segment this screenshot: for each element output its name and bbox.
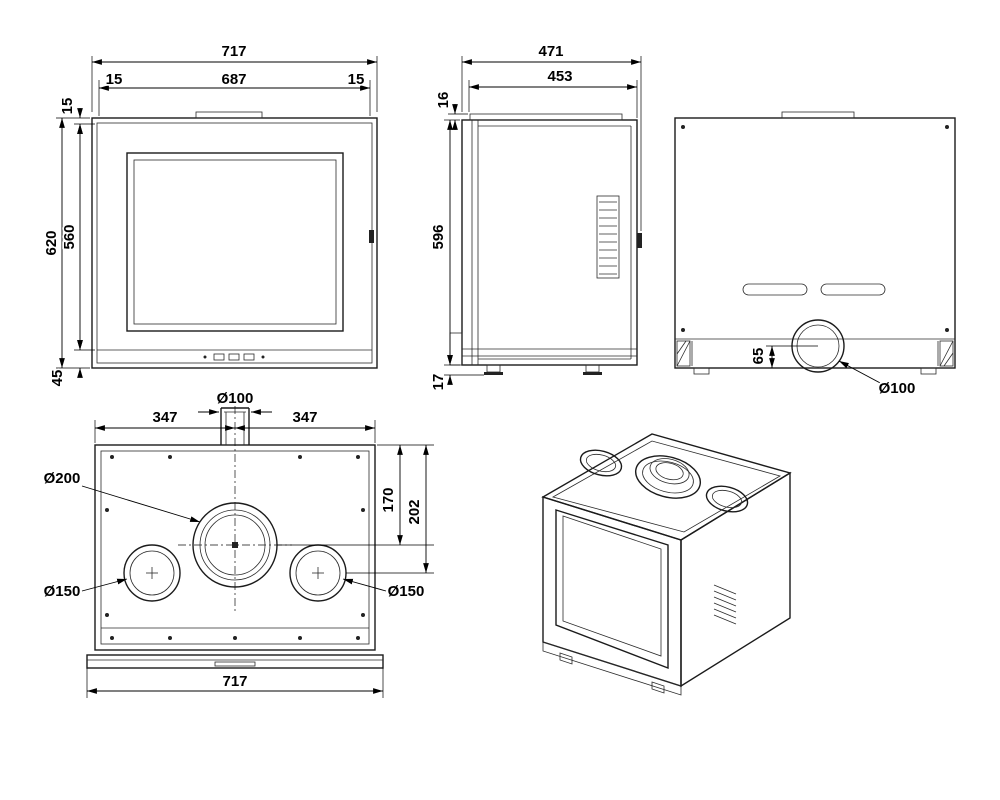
iso-side-grille: [713, 584, 737, 625]
iso-base-lip: [542, 641, 682, 696]
dim-top-left-span: 347: [152, 409, 177, 426]
dim-front-base-height: 45: [49, 370, 66, 387]
rear-slot-right: [820, 283, 886, 296]
dim-front-margin-right: 15: [348, 71, 365, 88]
dim-top-left-outlet-diameter: Ø150: [44, 583, 81, 600]
rear-foot: [693, 367, 710, 375]
iso-foot: [559, 652, 573, 665]
dim-top-overall-width: 717: [222, 673, 247, 690]
rear-view: 65 Ø100: [674, 111, 956, 399]
iso-left-outlet: [579, 449, 623, 477]
side-body: [461, 119, 638, 366]
rear-panel: [674, 117, 956, 369]
dim-top-right-span: 347: [292, 409, 317, 426]
side-foot: [585, 364, 600, 373]
dim-front-overall-width: 717: [221, 43, 246, 60]
iso-flue-collar: [635, 455, 701, 499]
dim-rear-flue-offset: 65: [750, 348, 767, 365]
dim-rear-flue-diameter: Ø100: [879, 380, 916, 397]
dim-top-flue-depth: 170: [380, 487, 397, 512]
iso-top-face: [541, 433, 792, 541]
front-screw: [203, 355, 207, 359]
dim-front-overall-height: 620: [43, 230, 60, 255]
front-vent: [228, 353, 240, 361]
dim-front-inner-width: 687: [221, 71, 246, 88]
front-inner-frame: [96, 122, 373, 364]
dim-side-body-depth: 453: [547, 68, 572, 85]
rear-slot-left: [742, 283, 808, 296]
iso-glass: [562, 515, 662, 657]
iso-foot: [651, 681, 665, 694]
dim-side-base-height: 17: [430, 374, 447, 391]
dim-top-right-outlet-diameter: Ø150: [388, 583, 425, 600]
side-front-step: [449, 332, 463, 366]
iso-glass-frame: [555, 509, 669, 670]
side-vent-grille: [596, 195, 620, 279]
top-front-frame: [86, 654, 384, 669]
side-top-tab: [469, 113, 623, 121]
dim-front-top-margin: 15: [59, 98, 76, 115]
dim-side-top-inset: 16: [435, 92, 452, 109]
side-view: 471 453 16 596 17: [428, 41, 642, 392]
front-screw: [261, 355, 265, 359]
front-top-tab: [195, 111, 263, 119]
front-glass-frame: [126, 152, 344, 332]
front-view: 717 15 687 15 15 620 560 45: [41, 41, 378, 388]
dim-side-overall-depth: 471: [538, 43, 563, 60]
front-handle: [369, 230, 374, 243]
isometric-view: [541, 433, 792, 696]
dim-top-outlet-depth: 202: [406, 499, 423, 524]
iso-right-outlet: [705, 485, 749, 513]
dim-front-margin-left: 15: [106, 71, 123, 88]
top-view: Ø100 347 347 170 202 Ø200 Ø150 Ø150 717: [42, 388, 434, 698]
side-foot: [486, 364, 501, 373]
dim-top-flue-diameter: Ø200: [44, 470, 81, 487]
dim-side-body-height: 596: [430, 224, 447, 249]
iso-right-face: [680, 471, 791, 688]
top-left-outlet: [123, 544, 181, 602]
rear-foot: [920, 367, 937, 375]
front-vent: [243, 353, 255, 361]
side-handle: [637, 233, 642, 248]
front-glass: [133, 159, 337, 325]
dim-front-body-height: 560: [61, 224, 78, 249]
front-vent: [213, 353, 225, 361]
rear-top-tab: [781, 111, 855, 119]
dim-top-spigot-diameter: Ø100: [217, 390, 254, 407]
